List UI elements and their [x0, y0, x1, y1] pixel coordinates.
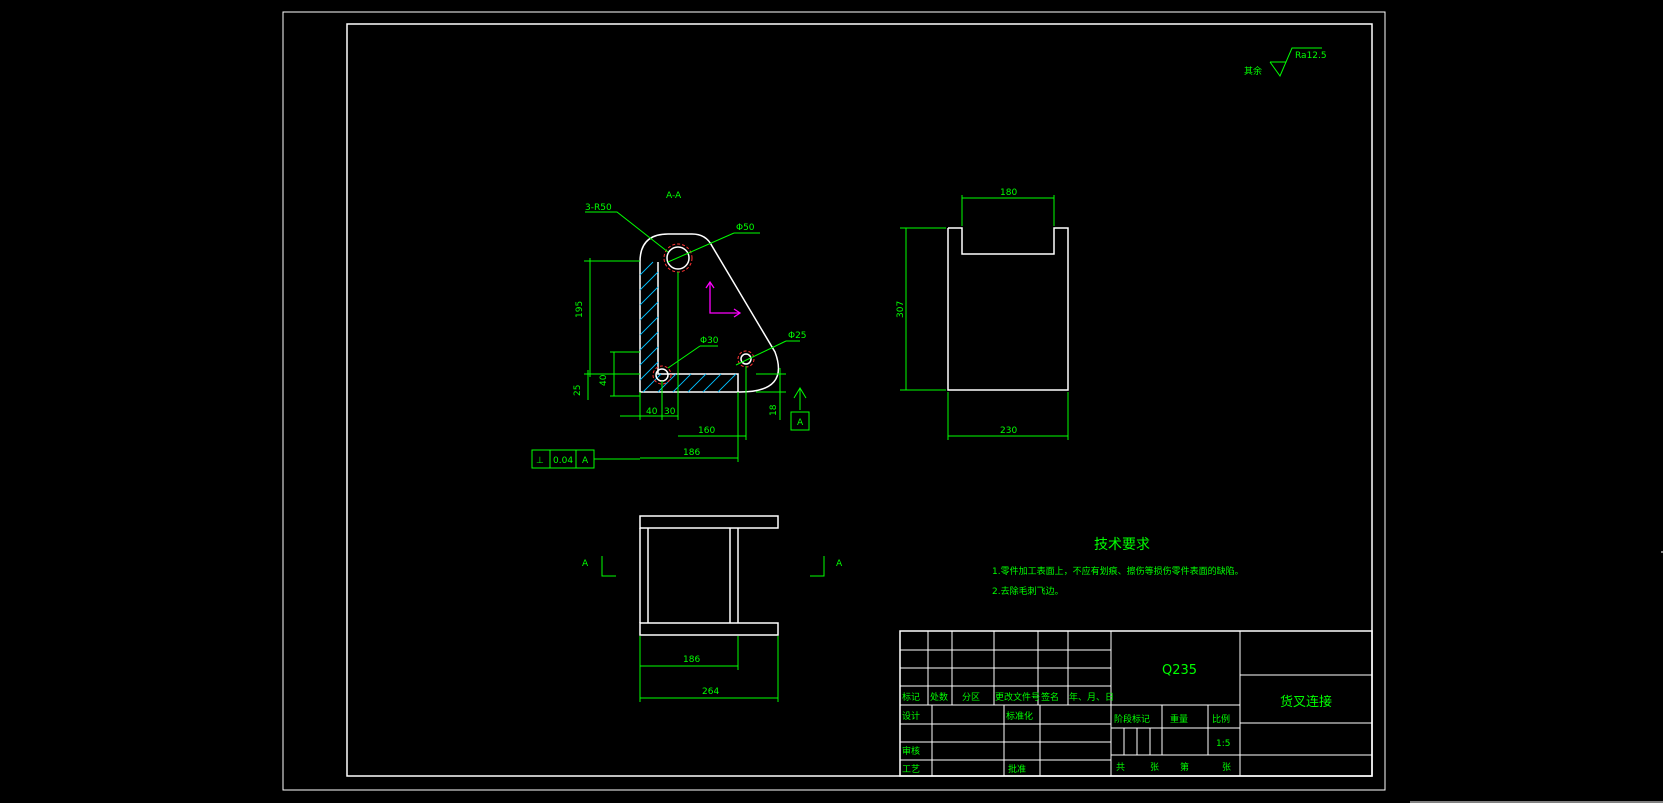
- bottom-view: 186 264 A A: [582, 515, 843, 702]
- tolerance-value: 0.04: [553, 456, 573, 466]
- approve-label: 批准: [1008, 763, 1026, 775]
- roughness-value: Ra12.5: [1295, 51, 1327, 61]
- dim-bottom-264: 264: [702, 687, 719, 697]
- dim-160: 160: [698, 426, 715, 436]
- tech-req-line2: 2.去除毛刺飞边。: [992, 585, 1064, 597]
- dim-30: 30: [664, 407, 676, 417]
- dim-40-vertical: 40: [599, 374, 609, 386]
- dim-186: 186: [683, 448, 700, 458]
- bottom-top-flange: [639, 515, 779, 529]
- main-view-inner-edge: [657, 262, 739, 392]
- side-view: 180 307 230: [896, 188, 1069, 440]
- scale-value: 1:5: [1216, 739, 1230, 749]
- tolerance-symbol: ⊥: [536, 456, 544, 466]
- hdr-doc: 更改文件号: [995, 691, 1040, 703]
- process-label: 工艺: [902, 764, 920, 775]
- hole-phi30: [655, 368, 669, 382]
- section-label: A-A: [666, 191, 682, 201]
- dim-phi50: Φ50: [736, 223, 755, 233]
- title-block: Q235 货叉连接 标记 处数 分区 更改文件号 签名 年、月、日 设计 标准化…: [899, 630, 1373, 777]
- dim-195: 195: [575, 301, 585, 318]
- part-name: 货叉连接: [1280, 694, 1332, 710]
- hdr-count: 处数: [930, 691, 948, 703]
- tech-req-title: 技术要求: [1094, 537, 1150, 553]
- dim-side-230: 230: [1000, 426, 1017, 436]
- bottom-bottom-flange: [639, 622, 779, 636]
- roughness-prefix: 其余: [1244, 65, 1262, 77]
- material: Q235: [1162, 663, 1197, 678]
- tolerance-ref: A: [582, 456, 589, 466]
- section-mark-left: A: [582, 559, 589, 569]
- dim-side-307: 307: [896, 301, 906, 318]
- section-hatch: [639, 261, 737, 393]
- dim-holes-radius: 3-R50: [585, 203, 612, 213]
- dim-25: 25: [573, 385, 583, 396]
- dim-18: 18: [769, 404, 779, 416]
- review-label: 审核: [902, 745, 920, 757]
- section-mark-right: A: [836, 559, 843, 569]
- dim-bottom-186: 186: [683, 655, 700, 665]
- hdr-zone: 分区: [962, 692, 980, 703]
- design-label: 设计: [902, 710, 920, 722]
- datum-label: A: [797, 418, 804, 428]
- dim-phi25: Φ25: [788, 331, 807, 341]
- hdr-sign: 签名: [1041, 691, 1059, 703]
- main-view: A-A 3-R50 Φ50 Φ30 Φ25 195 40 25 40 30 16…: [531, 191, 810, 469]
- standard-label: 标准化: [1006, 710, 1033, 722]
- dim-side-180: 180: [1000, 188, 1017, 198]
- roughness-symbol: 其余 Ra12.5: [1244, 47, 1327, 78]
- hole-phi25: [740, 353, 752, 365]
- inner-frame: [346, 23, 1373, 777]
- hole-phi50: [666, 246, 690, 270]
- ucs-icon: [709, 282, 740, 314]
- main-view-outline: [639, 233, 780, 393]
- dim-phi30: Φ30: [700, 336, 719, 346]
- side-view-outline: [947, 227, 1069, 391]
- outer-frame: [282, 11, 1386, 791]
- sheet-no: 第: [1180, 761, 1189, 773]
- scale-label: 比例: [1212, 713, 1230, 725]
- dim-40-horizontal: 40: [646, 407, 658, 417]
- sheets-unit-2: 张: [1222, 762, 1231, 773]
- stage-label: 阶段标记: [1114, 713, 1150, 725]
- sheets-total: 共: [1116, 762, 1125, 773]
- sheets-unit-1: 张: [1150, 762, 1159, 773]
- weight-label: 重量: [1170, 713, 1188, 725]
- hdr-mark: 标记: [902, 691, 920, 703]
- hdr-date: 年、月、日: [1069, 691, 1114, 703]
- tech-req-line1: 1.零件加工表面上，不应有划痕、擦伤等损伤零件表面的缺陷。: [992, 565, 1244, 577]
